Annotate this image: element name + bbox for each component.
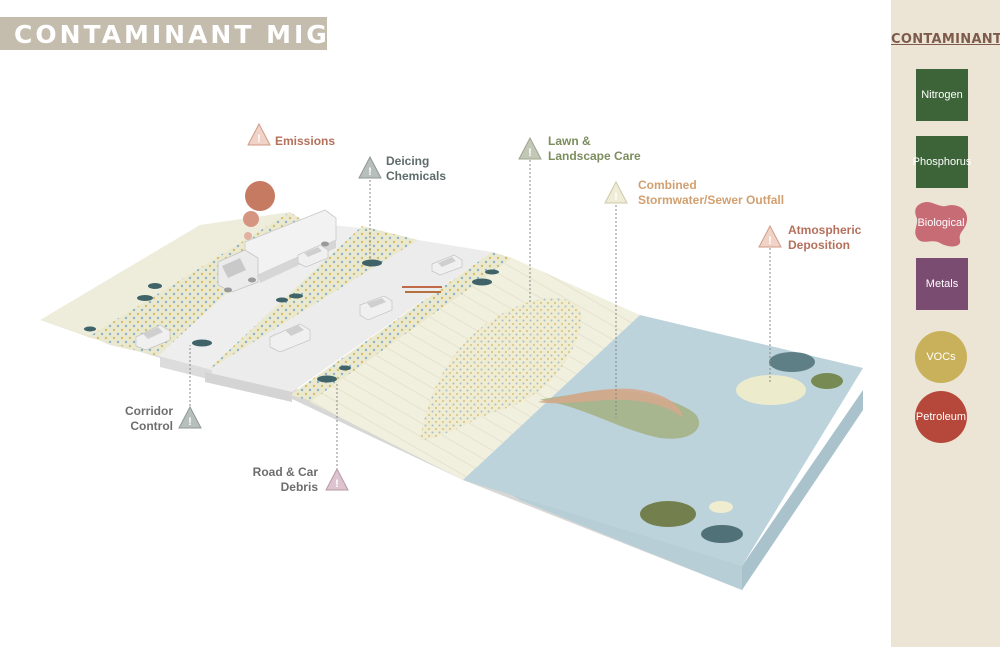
pickup-truck — [269, 323, 311, 353]
emissions-warning-icon: ! — [247, 122, 271, 146]
vehicles — [135, 209, 463, 353]
label-deicing-chemicals: Deicing Chemicals — [386, 154, 447, 183]
label-atmospheric-deposition: Atmospheric Deposition — [788, 223, 862, 252]
svg-text:!: ! — [188, 416, 192, 428]
label-lawn-landscape-care: Lawn & Landscape Care — [548, 134, 641, 163]
car — [359, 295, 393, 321]
legend-heading: CONTAMINANTS — [891, 32, 1000, 47]
atmospheric-warning-icon: ! — [758, 224, 782, 248]
legend-nitrogen: Nitrogen — [916, 69, 968, 121]
lawn-runoff-area — [420, 298, 582, 440]
contaminants-legend: CONTAMINANTS Nitrogen Phosphorus Biologi… — [891, 0, 1000, 647]
svg-text:!: ! — [768, 235, 772, 247]
label-emissions: Emissions — [275, 134, 336, 148]
label-corridor-control: Corridor Control — [125, 404, 173, 433]
legend-metals: Metals — [916, 258, 968, 310]
legend-petroleum: Petroleum — [915, 391, 967, 443]
legend-phosphorus: Phosphorus — [913, 136, 971, 188]
drain-puddles — [84, 259, 499, 383]
road-debris — [402, 286, 442, 293]
svg-text:!: ! — [257, 133, 261, 145]
car — [431, 254, 463, 276]
legend-biological: Biological — [912, 198, 970, 248]
svg-text:!: ! — [528, 147, 532, 159]
svg-text:!: ! — [614, 191, 618, 203]
legend-vocs: VOCs — [915, 331, 967, 383]
truck — [217, 209, 337, 293]
title-banner: CONTAMINANT MIGRATION — [0, 17, 450, 50]
biological-blob-icon — [915, 202, 968, 247]
water-pollutant-pools — [640, 352, 843, 543]
emission-puffs — [243, 181, 275, 240]
outfall-warning-icon: ! — [604, 180, 628, 204]
label-road-car-debris: Road & Car Debris — [252, 465, 318, 494]
page-title: CONTAMINANT MIGRATION — [14, 20, 454, 49]
warning-markers: ! ! ! ! ! ! ! — [178, 122, 782, 491]
lawn-warning-icon: ! — [518, 136, 542, 160]
deicing-warning-icon: ! — [358, 155, 382, 179]
debris-warning-icon: ! — [325, 467, 349, 491]
car — [297, 244, 329, 268]
leader-lines — [189, 160, 771, 470]
svg-text:!: ! — [335, 478, 339, 490]
label-combined-outfall: Combined Stormwater/Sewer Outfall — [638, 178, 785, 207]
car — [135, 324, 171, 351]
road-corridor — [40, 212, 512, 402]
corridor-warning-icon: ! — [178, 405, 202, 429]
outfall-plume — [538, 388, 700, 439]
svg-text:!: ! — [368, 166, 372, 178]
